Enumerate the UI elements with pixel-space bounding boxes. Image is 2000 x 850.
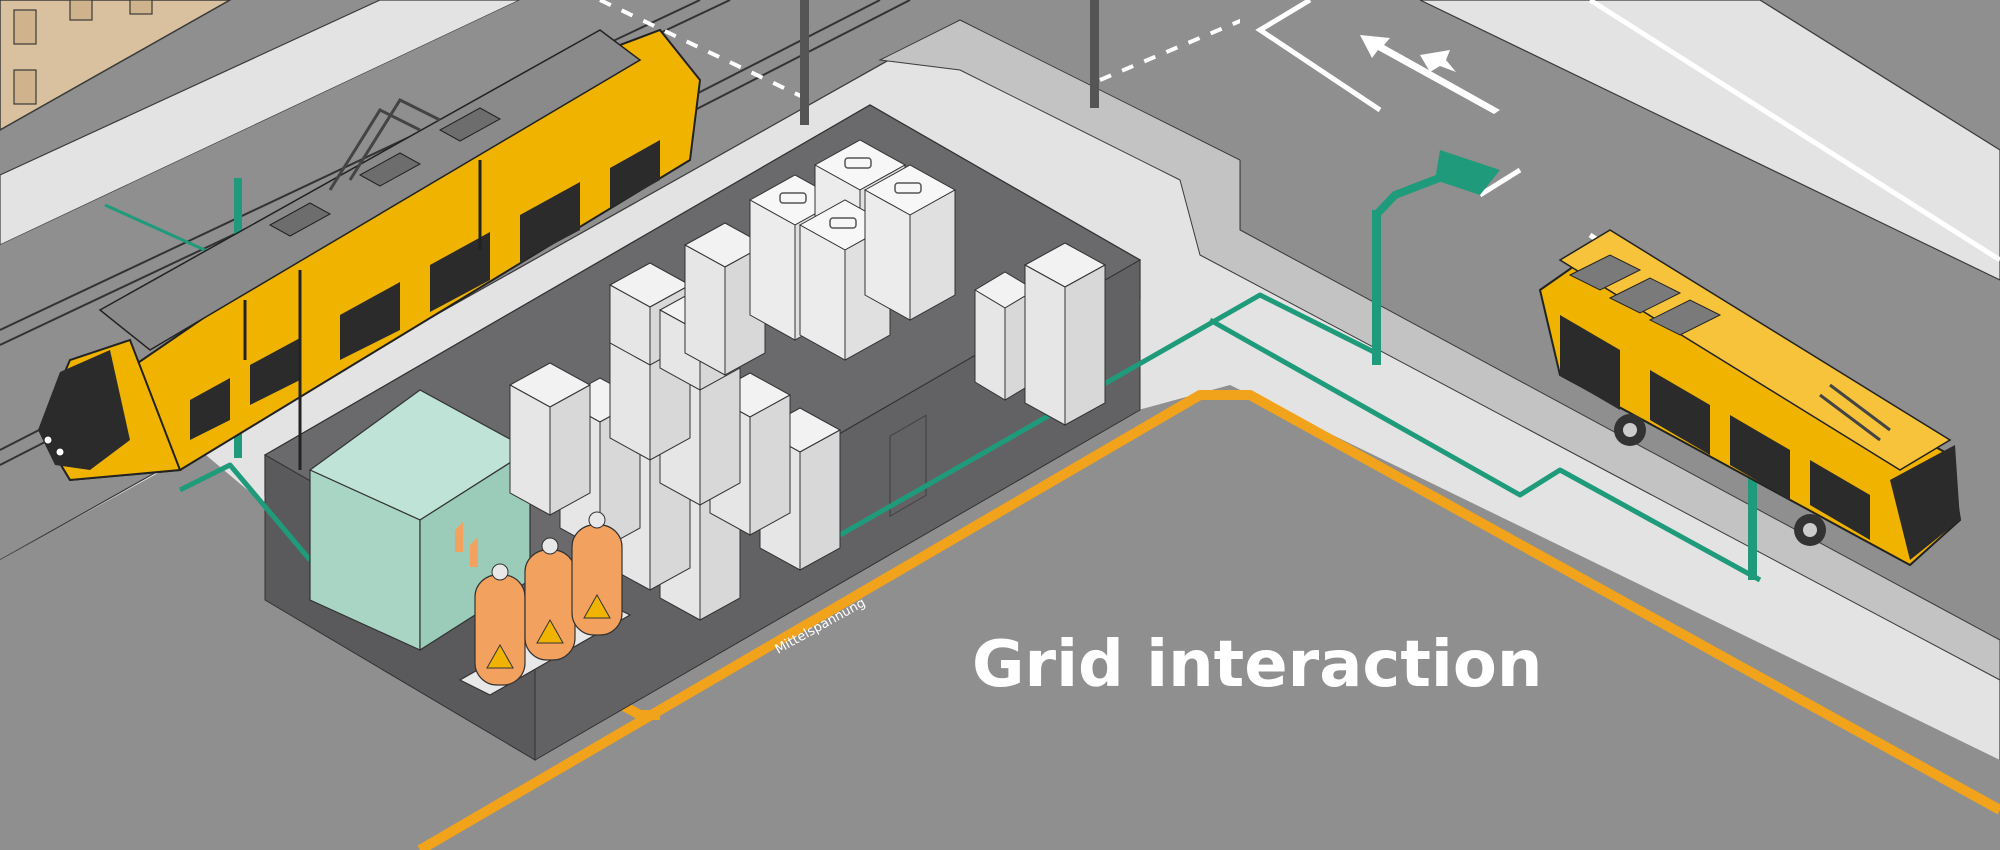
high-voltage-warning-icon [486,593,611,669]
grid-line [178,292,1762,583]
converter-cabinet [308,389,532,652]
curb-band [878,19,2000,681]
page-title: Grid interaction [972,628,1543,702]
lower-left-road [0,450,520,850]
building-left [0,0,232,131]
street-poles [800,0,1099,125]
right-sidewalk [1419,0,2000,281]
storage-cabinets [508,222,1107,621]
tram [38,28,702,482]
trolleybus [1538,229,1962,567]
lane-arrow-icon [1360,35,1500,114]
tram-pantograph [328,98,441,191]
battery-storage [748,139,957,361]
bidirectional-arrow-icon [455,522,478,567]
transformer [458,511,632,696]
